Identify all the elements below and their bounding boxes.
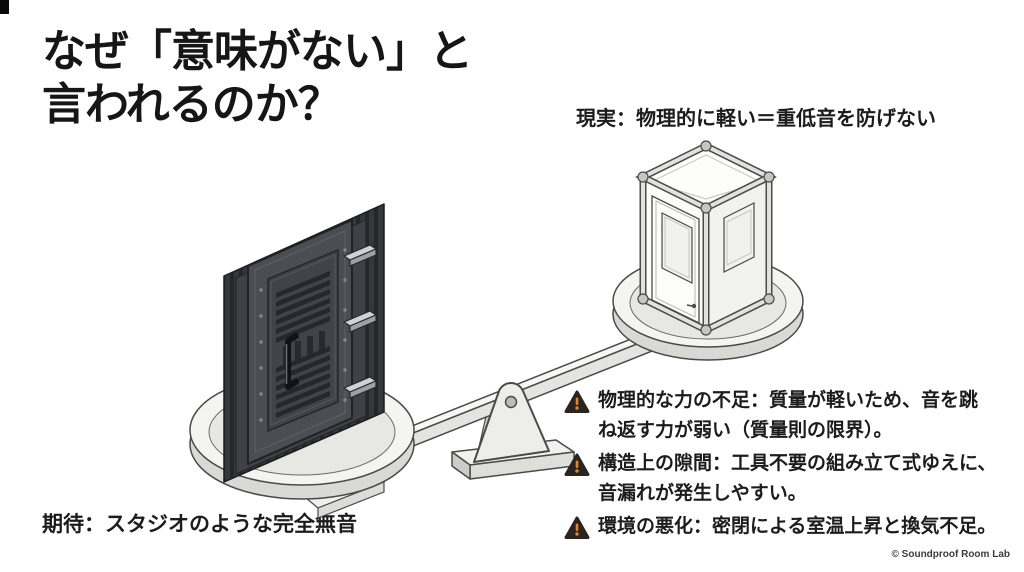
soundproof-door (223, 203, 385, 483)
fulcrum (451, 382, 575, 480)
soundproof-booth (635, 140, 777, 336)
reality-label: 現実：物理的に軽い＝重低音を防げない (576, 108, 936, 130)
door-rivets (259, 248, 347, 422)
booth-door-knob (691, 303, 697, 309)
booth-side-window (723, 202, 755, 273)
booth-corner-joints (637, 140, 775, 336)
copyright-credit: © Soundproof Room Lab (891, 549, 1010, 560)
booth-door-window (661, 212, 693, 284)
warning-item-structural-gap: 構造上の隙間：工具不要の組み立て式ゆえに、 音漏れが発生しやすい。 (564, 449, 1024, 509)
warning-triangle-icon (564, 516, 590, 539)
door-hinges (342, 244, 378, 399)
warning-list: 物理的な力の不足：質量が軽いため、音を跳 ね返す力が弱い（質量則の限界）。 構造… (564, 386, 1024, 545)
door-handle (285, 333, 299, 390)
warning-text: 物理的な力の不足：質量が軽いため、音を跳 ね返す力が弱い（質量則の限界）。 (598, 390, 979, 441)
warning-triangle-icon (564, 453, 590, 476)
page-title: なぜ「意味がない」と 言われるのか？ (42, 27, 473, 129)
corner-artifact (0, 0, 9, 14)
booth-door (651, 194, 700, 325)
pivot-pin (504, 395, 518, 409)
warning-text: 環境の悪化：密閉による室温上昇と換気不足。 (598, 516, 997, 537)
warning-triangle-icon (564, 390, 590, 413)
warning-item-environment: 環境の悪化：密閉による室温上昇と換気不足。 (564, 512, 1024, 542)
warning-item-physical-force: 物理的な力の不足：質量が軽いため、音を跳 ね返す力が弱い（質量則の限界）。 (564, 386, 1024, 446)
warning-text: 構造上の隙間：工具不要の組み立て式ゆえに、 音漏れが発生しやすい。 (598, 453, 997, 504)
door-vent-top (276, 271, 330, 343)
expectation-label: 期待：スタジオのような完全無音 (42, 513, 357, 536)
